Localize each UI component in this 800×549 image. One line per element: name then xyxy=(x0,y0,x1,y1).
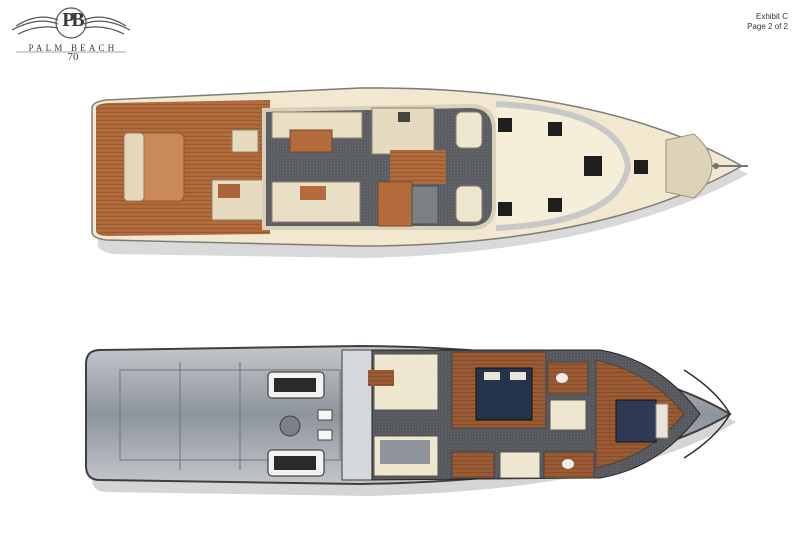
logo-monogram: PB xyxy=(62,9,85,31)
lower-deck-drawing xyxy=(85,344,736,496)
main-deck-plan xyxy=(0,70,800,270)
exhibit-title: Exhibit C xyxy=(755,12,788,21)
palm-beach-logo: PB PALM BEACH 70 xyxy=(8,6,134,63)
page-number: Page 2 of 2 xyxy=(747,22,788,31)
logo-wings-icon xyxy=(11,7,131,53)
logo-model: 70 xyxy=(67,51,79,63)
logo-brand: PALM BEACH xyxy=(28,43,118,53)
exhibit-label: Exhibit C Page 2 of 2 xyxy=(747,12,788,32)
lower-deck-plan xyxy=(0,330,800,530)
main-deck-drawing xyxy=(91,87,748,258)
